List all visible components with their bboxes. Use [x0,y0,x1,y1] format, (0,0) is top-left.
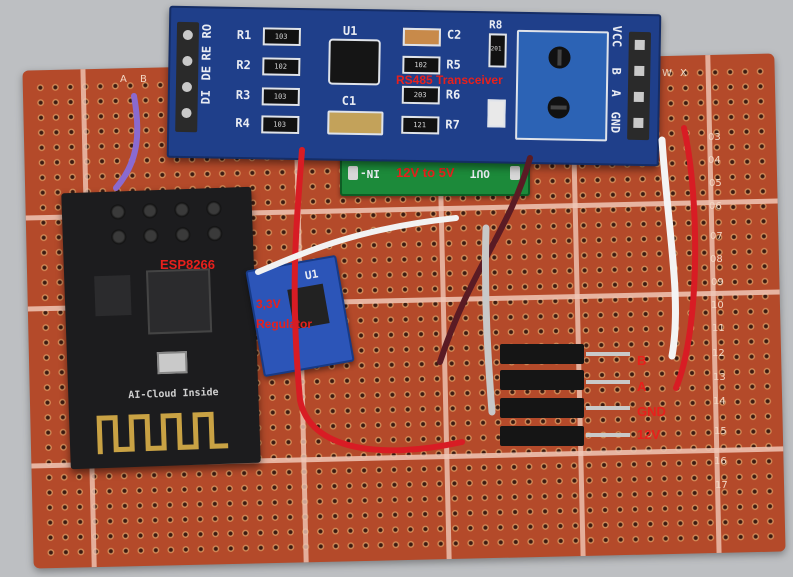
column-letter: W [662,68,672,79]
column-letter: A [120,74,127,85]
row-number: 11 [712,323,725,334]
converter-pad [348,166,358,180]
header-row [500,344,584,364]
red-wire-right [673,125,699,391]
transceiver-annotation: RS485 Transceiver [396,73,503,87]
header-pin [586,433,630,437]
white-wire-right [658,136,679,360]
esp8266-module: AI-Cloud Inside [61,186,261,470]
header-row [500,370,584,390]
row-number: 07 [710,231,723,242]
row-number: 05 [709,178,722,189]
row-number: 17 [715,480,728,491]
row-number: 09 [711,277,724,288]
converter-pad [510,166,520,180]
header-pin [586,380,630,384]
header-pin [586,406,630,410]
row-number: 06 [709,201,722,212]
red-wire [291,147,465,454]
column-letter: X [680,68,687,79]
row-number: 16 [714,456,727,467]
esp-annotation: ESP8266 [160,257,215,272]
row-number: 12 [712,348,725,359]
white-wire [255,215,459,275]
header-row [500,398,584,418]
pin-gnd-annotation: GND [637,404,666,419]
pcb-antenna [96,411,229,455]
row-number: 14 [713,396,726,407]
regulator-annotation-line1: 3,3V [256,297,281,311]
row-number: 03 [708,132,721,143]
antenna-trace [96,411,229,455]
row-number: 08 [710,254,723,265]
row-number: 15 [714,426,727,437]
row-number: 10 [711,300,724,311]
grey-wire [481,224,496,416]
purple-wire [113,93,141,191]
row-number: 13 [713,372,726,383]
pin-header-block [500,344,586,452]
converter-annotation: 12V to 5V [396,165,455,180]
row-number: 04 [708,155,721,166]
header-pin [586,352,630,356]
pin-b-annotation: B [637,353,647,368]
pin-a-annotation: A [637,379,647,394]
header-row [500,426,584,446]
pin-12v-annotation: 12V [637,427,661,442]
column-letter: B [140,74,147,85]
